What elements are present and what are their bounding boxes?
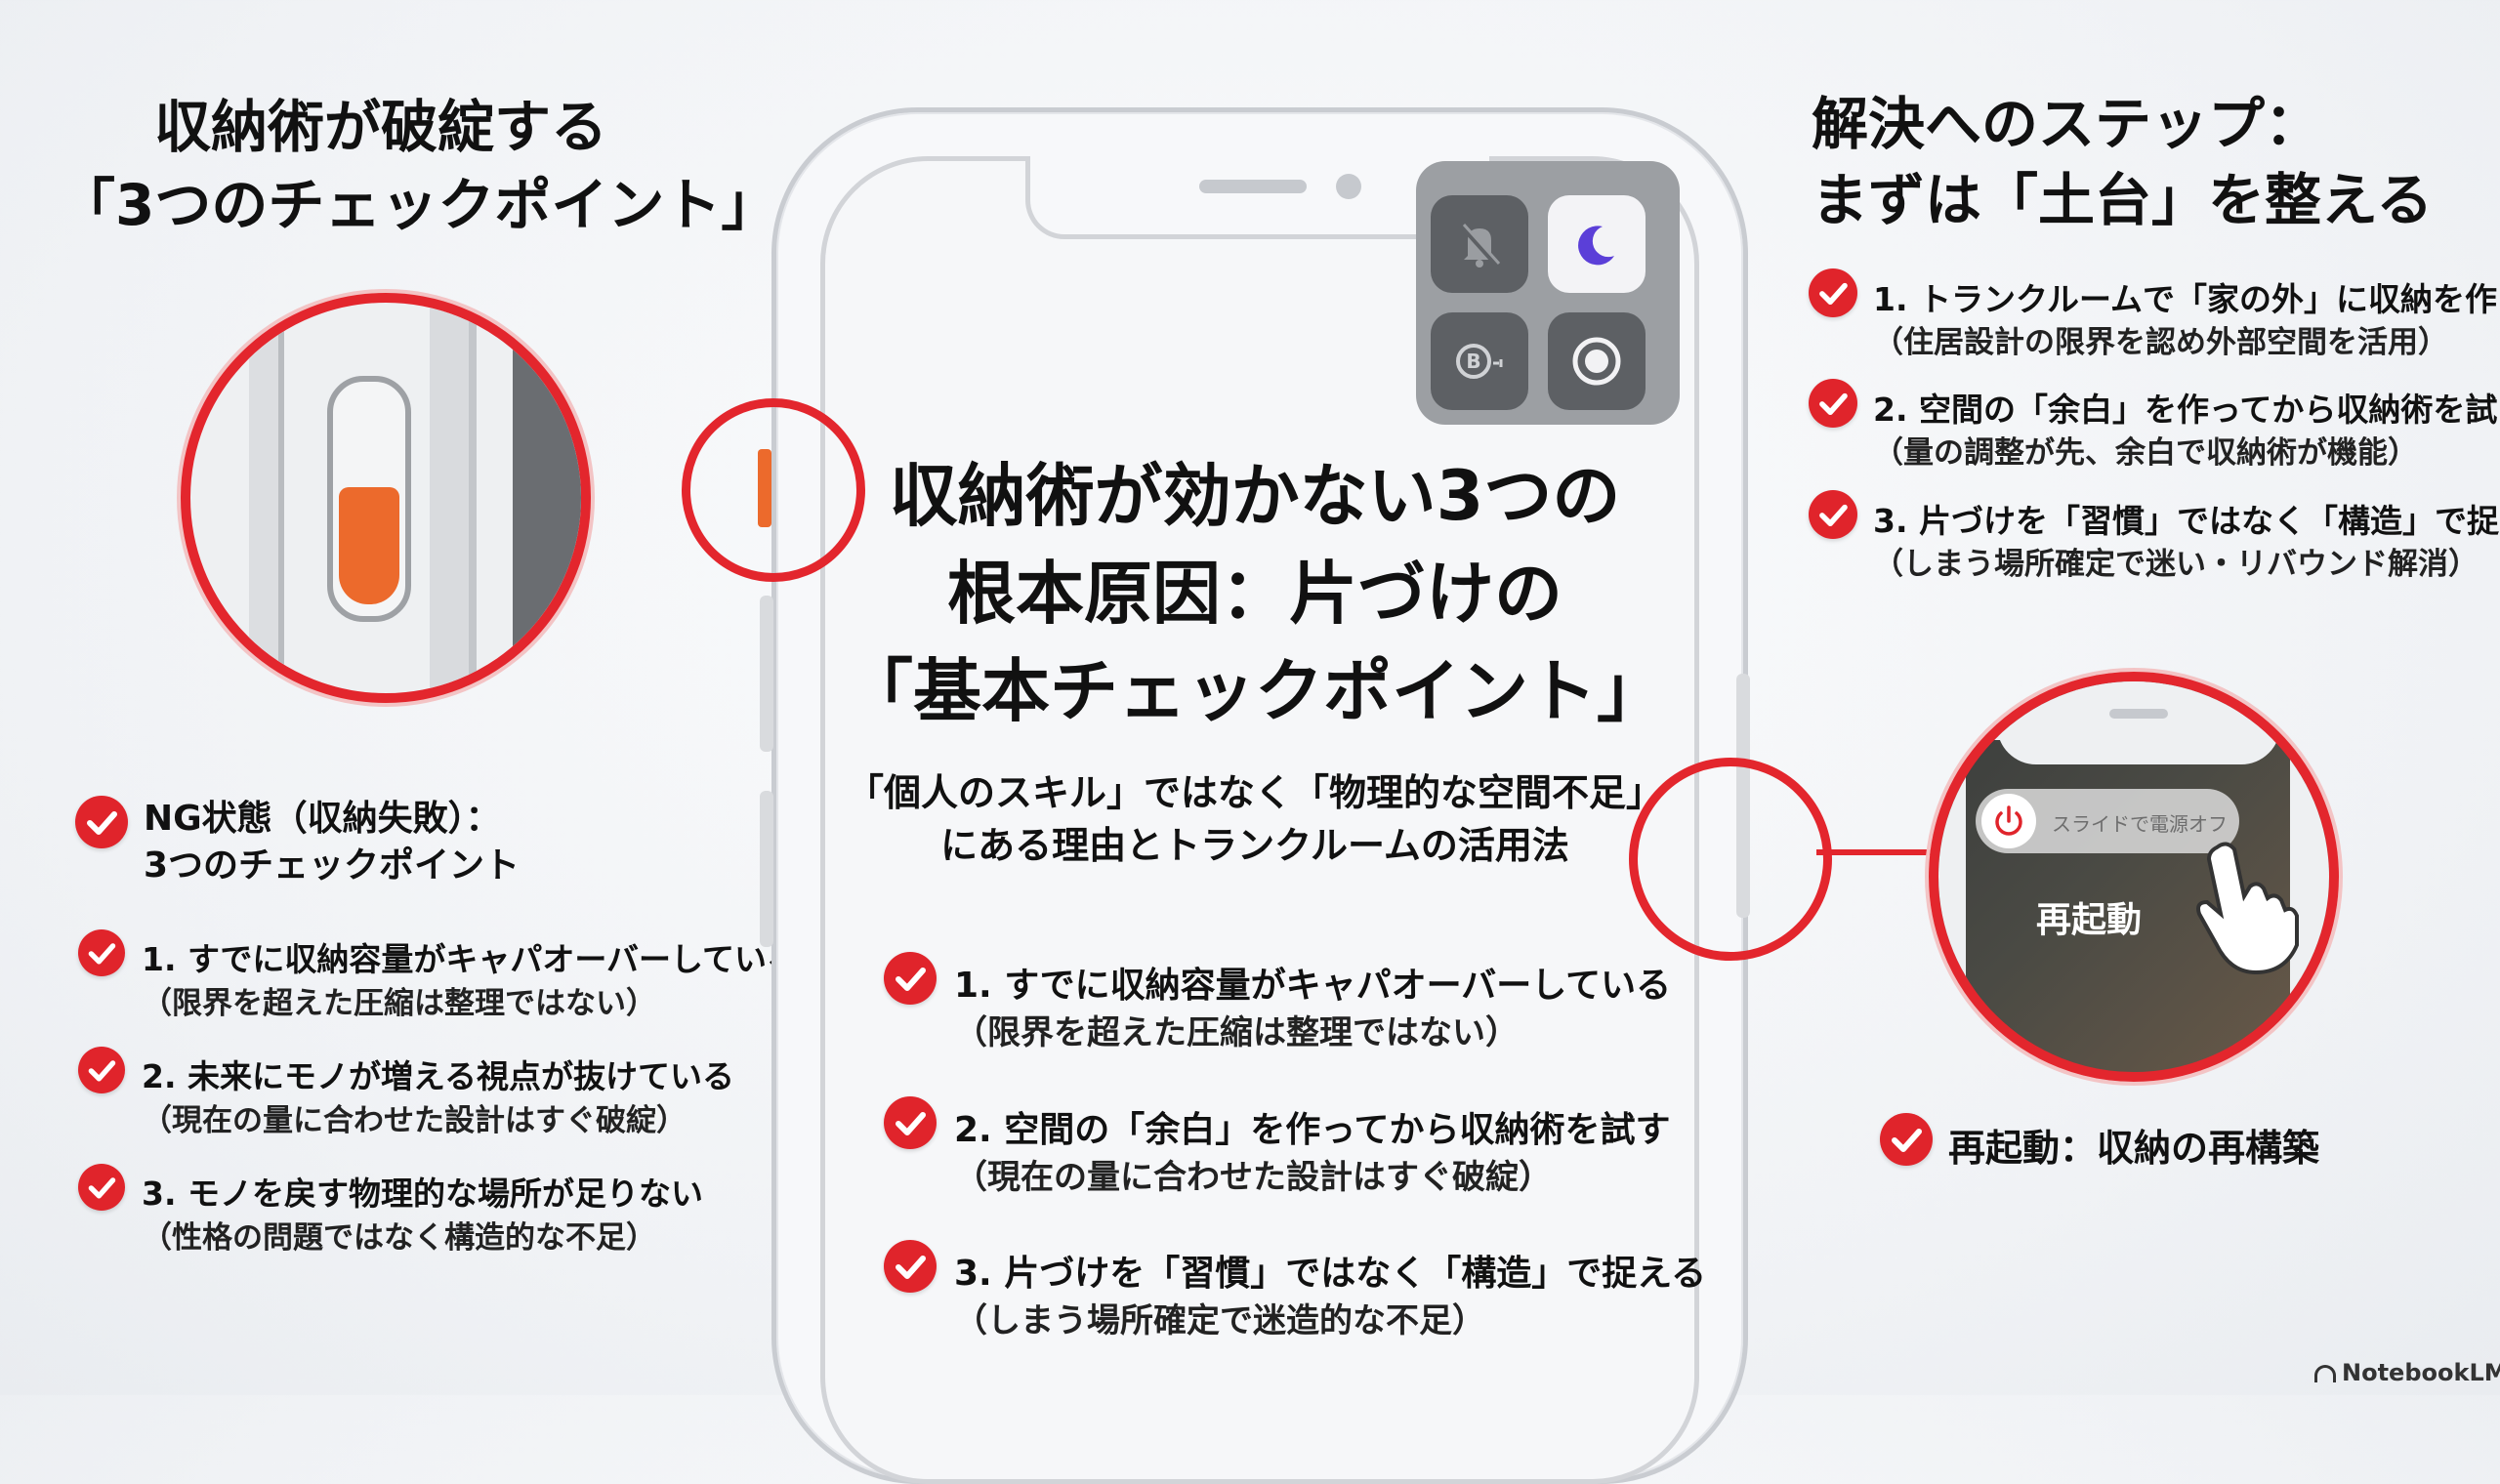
phone-camera xyxy=(1336,174,1361,199)
cc-record-button[interactable] xyxy=(1548,312,1646,410)
right-item-3-check-icon xyxy=(1809,490,1857,539)
power-off-zoom: スライドで電源オフ 再起動 xyxy=(1929,672,2339,1082)
left-title-line1: 収納術が破綻する xyxy=(153,94,607,160)
control-center-panel: B xyxy=(1416,161,1680,425)
left-title: 収納術が破綻する 「3つのチェックポイント」 xyxy=(59,88,778,244)
center-item-1-sub: （限界を超えた圧縮は整理ではない） xyxy=(954,1013,1519,1052)
slide-to-power-off[interactable]: スライドで電源オフ xyxy=(1976,789,2239,853)
cc-b-button[interactable]: B xyxy=(1431,312,1528,410)
restart-screen-text: 再起動 xyxy=(2036,900,2143,940)
right-item-3-main: 3. 片づけを「習慣」ではなく「構造」で捉える xyxy=(1873,502,2500,540)
center-item-3-sub: （しまう場所確定で迷造的な不足） xyxy=(954,1301,1485,1340)
left-item-3-check-icon xyxy=(78,1164,125,1211)
restart-check-icon xyxy=(1880,1113,1933,1166)
center-title: 収納術が効かない3つの 根本原因：片づけの 「基本チェックポイント」 xyxy=(840,447,1670,740)
mute-switch-zoom xyxy=(181,293,591,703)
right-title: 解決へのステップ： まずは「土台」を整える xyxy=(1812,86,2433,238)
left-item-1-sub: （限界を超えた圧縮は整理ではない） xyxy=(142,986,656,1021)
right-item-1-check-icon xyxy=(1809,268,1857,317)
ng-label-line2: 3つのチェックポイント xyxy=(144,845,521,886)
hand-pointer-icon xyxy=(2196,842,2299,974)
left-item-2-main: 2. 未来にモノが増える視点が抜けている xyxy=(142,1057,734,1095)
ng-label-line1: NG状態（収納失敗）： xyxy=(144,799,501,839)
ng-check-icon xyxy=(75,796,128,848)
watermark-text: NotebookLM xyxy=(2342,1359,2500,1386)
center-item-2-sub: （現在の量に合わせた設計はすぐ破綻） xyxy=(954,1158,1552,1197)
center-item-2-check-icon xyxy=(884,1096,937,1149)
phone-side-button-left-1 xyxy=(760,596,773,752)
power-button-highlight-ring xyxy=(1629,758,1832,961)
center-item-2-main: 2. 空間の「余白」を作ってから収納術を試す xyxy=(954,1110,1671,1150)
center-subtitle: 「個人のスキル」ではなく「物理的な空間不足」 にある理由とトランクルームの活用法 xyxy=(840,766,1670,872)
mute-switch-orange xyxy=(339,487,399,604)
watermark: NotebookLM xyxy=(2314,1359,2500,1386)
center-title-line1: 収納術が効かない3つの xyxy=(889,456,1621,536)
notebooklm-logo-icon xyxy=(2314,1365,2336,1382)
cc-focus-button[interactable] xyxy=(1548,195,1646,293)
center-item-1-main: 1. すでに収納容量がキャパオーバーしている xyxy=(954,966,1672,1006)
power-icon xyxy=(1981,794,2036,848)
mute-switch-highlight-ring xyxy=(682,398,865,582)
left-item-1-check-icon xyxy=(78,929,125,976)
right-title-line2: まずは「土台」を整える xyxy=(1812,167,2434,233)
restart-label: 再起動：収納の再構築 xyxy=(1948,1127,2320,1170)
moon-icon xyxy=(1578,226,1614,266)
center-subtitle-line2: にある理由とトランクルームの活用法 xyxy=(940,824,1569,867)
left-item-2-check-icon xyxy=(78,1047,125,1093)
connector-line xyxy=(1816,849,1934,855)
record-icon xyxy=(1572,337,1621,386)
right-item-2-main: 2. 空間の「余白」を作ってから収納術を試す xyxy=(1873,391,2500,429)
center-subtitle-line1: 「個人のスキル」ではなく「物理的な空間不足」 xyxy=(846,771,1663,814)
center-item-1-check-icon xyxy=(884,952,937,1005)
cc-silent-button[interactable] xyxy=(1431,195,1528,293)
right-item-3-sub: （しまう場所確定で迷い・リバウンド解消） xyxy=(1873,547,2479,582)
left-item-3-sub: （性格の問題ではなく構造的な不足） xyxy=(142,1220,656,1256)
right-item-1-main: 1. トランクルームで「家の外」に収納を作る xyxy=(1873,280,2500,318)
b-button-icon: B xyxy=(1456,344,1503,379)
center-title-line3: 「基本チェックポイント」 xyxy=(845,651,1665,731)
right-item-2-sub: （量の調整が先、余白で収納術が機能） xyxy=(1873,435,2418,471)
right-title-line1: 解決へのステップ： xyxy=(1812,91,2322,157)
right-item-1-sub: （住居設計の限界を認め外部空間を活用） xyxy=(1873,325,2448,360)
slide-power-off-text: スライドで電源オフ xyxy=(2052,812,2228,836)
left-title-line2: 「3つのチェックポイント」 xyxy=(59,172,778,238)
mute-switch-body xyxy=(327,376,411,622)
left-item-1-main: 1. すでに収納容量がキャパオーバーしている xyxy=(142,940,799,978)
left-item-3-main: 3. モノを戻す物理的な場所が足りない xyxy=(142,1175,703,1213)
right-item-2-check-icon xyxy=(1809,379,1857,428)
svg-text:B: B xyxy=(1466,350,1480,373)
bell-slash-icon xyxy=(1460,223,1501,268)
ng-label: NG状態（収納失敗）： 3つのチェックポイント xyxy=(144,796,520,889)
center-title-line2: 根本原因：片づけの xyxy=(947,554,1562,634)
center-item-3-main: 3. 片づけを「習慣」ではなく「構造」で捉える xyxy=(954,1254,1707,1294)
center-item-3-check-icon xyxy=(884,1240,937,1293)
phone-side-button-left-2 xyxy=(760,791,773,947)
left-item-2-sub: （現在の量に合わせた設計はすぐ破綻） xyxy=(142,1103,687,1138)
phone-speaker xyxy=(1199,180,1307,193)
